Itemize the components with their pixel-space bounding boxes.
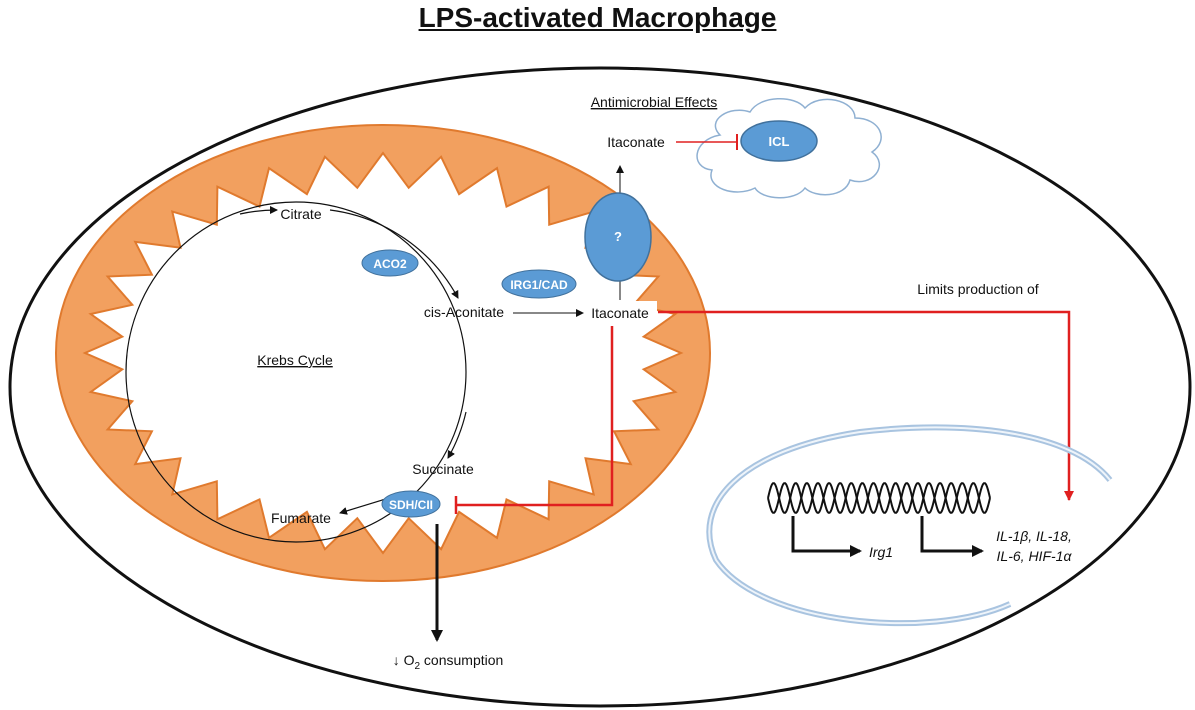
succinate-label: Succinate	[412, 461, 474, 477]
irg1-gene-arrow	[791, 516, 862, 557]
sdh-label: SDH/CII	[389, 498, 433, 512]
aco2-label: ACO2	[373, 257, 407, 271]
krebs-cycle-circle	[125, 201, 467, 543]
fumarate-label: Fumarate	[271, 510, 331, 526]
arrow-succinate-cycle	[447, 411, 467, 459]
krebs-cycle-label: Krebs Cycle	[257, 352, 333, 368]
itaconate-top-label: Itaconate	[607, 134, 665, 150]
aco2-enzyme	[361, 249, 419, 277]
limits-production-line	[658, 310, 1074, 501]
itaconate-mid-label: Itaconate	[591, 305, 649, 321]
o2-subscript: 2	[414, 661, 420, 672]
o2-arrow-text: ↓ O	[393, 652, 415, 668]
icl-label: ICL	[769, 134, 790, 149]
cis-aconitate-label: cis-Aconitate	[424, 304, 504, 320]
transporter-label: ?	[614, 229, 622, 244]
transporter-unknown	[584, 192, 652, 282]
arrow-to-citrate	[239, 205, 278, 215]
inhibit-sdh-line	[456, 326, 614, 507]
cytokine-gene-arrow	[920, 516, 984, 557]
irg1-gene-label: Irg1	[869, 544, 893, 560]
o2-consumption-label: ↓ O2 consumption	[393, 652, 504, 672]
page-title: LPS-activated Macrophage	[418, 2, 777, 33]
icl-enzyme	[740, 120, 818, 162]
citrate-label: Citrate	[280, 206, 321, 222]
cytokines-line-1: IL-1β, IL-18,	[996, 528, 1072, 544]
irg1-label: IRG1/CAD	[510, 278, 568, 292]
limits-production-label: Limits production of	[917, 281, 1039, 297]
o2-rest-text: consumption	[420, 652, 503, 668]
arrow-citrate-to-cisaconitate	[329, 209, 459, 299]
sdh-enzyme	[381, 490, 441, 518]
irg1-enzyme	[501, 269, 577, 299]
nucleus-membrane-inner	[708, 426, 1111, 625]
itaconate-box	[584, 301, 657, 326]
cytokines-line-2: IL-6, HIF-1α	[997, 548, 1073, 564]
antimicrobial-label: Antimicrobial Effects	[591, 94, 718, 110]
dna-strand-2	[767, 482, 991, 514]
